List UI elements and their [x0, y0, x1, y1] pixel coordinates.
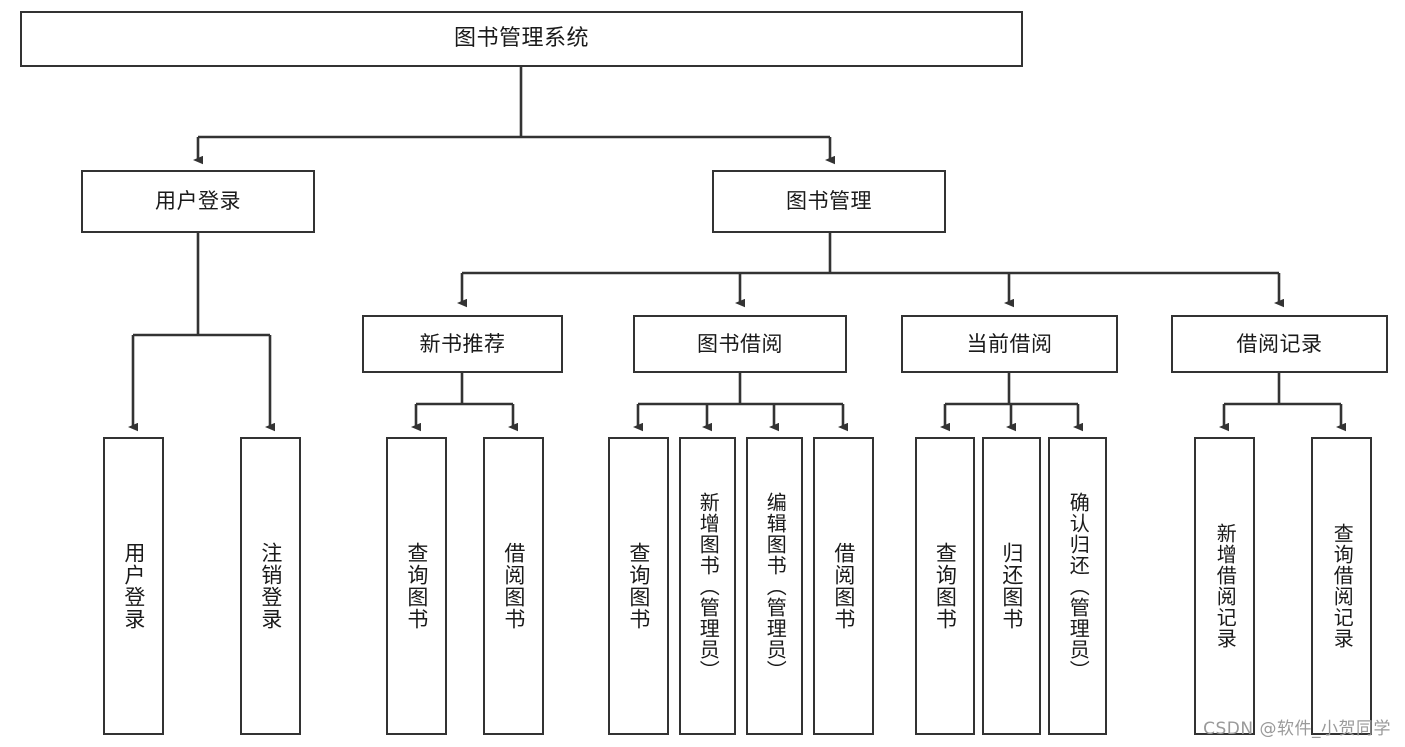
node-user-login[interactable]: 用户登录	[81, 170, 315, 233]
node-label: 确认归还（管理员）	[1066, 491, 1091, 681]
node-label: 当前借阅	[966, 331, 1053, 356]
leaf-add-book-admin[interactable]: 新增图书（管理员）	[679, 437, 736, 735]
node-label: 新书推荐	[419, 331, 506, 356]
leaf-query-book-new-recommendation[interactable]: 查询图书	[386, 437, 447, 735]
leaf-return-book[interactable]: 归还图书	[982, 437, 1041, 735]
leaf-query-borrow-record[interactable]: 查询借阅记录	[1311, 437, 1372, 735]
node-label: 归还图书	[999, 542, 1024, 630]
node-root-book-management-system[interactable]: 图书管理系统	[20, 11, 1023, 67]
node-label: 图书管理	[786, 189, 872, 214]
node-label: 查询图书	[404, 542, 429, 630]
leaf-confirm-return-admin[interactable]: 确认归还（管理员）	[1048, 437, 1107, 735]
node-label: 查询借阅记录	[1330, 523, 1355, 649]
node-borrow-record[interactable]: 借阅记录	[1171, 315, 1388, 373]
node-label: 借阅图书	[501, 542, 526, 630]
node-label: 注销登录	[258, 542, 283, 630]
leaf-edit-book-admin[interactable]: 编辑图书（管理员）	[746, 437, 803, 735]
leaf-borrow-book-new-recommendation[interactable]: 借阅图书	[483, 437, 544, 735]
csdn-watermark: CSDN @软件_小贺同学	[1203, 719, 1391, 739]
leaf-query-book-current[interactable]: 查询图书	[915, 437, 975, 735]
node-label: 新增借阅记录	[1213, 523, 1238, 649]
node-label: 图书管理系统	[453, 26, 589, 52]
node-label: 新增图书（管理员）	[696, 491, 721, 681]
node-book-management[interactable]: 图书管理	[712, 170, 946, 233]
leaf-borrow-book-borrow[interactable]: 借阅图书	[813, 437, 874, 735]
node-label: 用户登录	[155, 189, 241, 214]
node-label: 借阅记录	[1236, 331, 1323, 356]
node-current-borrow[interactable]: 当前借阅	[901, 315, 1118, 373]
leaf-query-book-borrow[interactable]: 查询图书	[608, 437, 669, 735]
node-label: 编辑图书（管理员）	[763, 491, 788, 681]
node-label: 查询图书	[626, 542, 651, 630]
node-book-borrow[interactable]: 图书借阅	[633, 315, 847, 373]
node-new-book-recommendation[interactable]: 新书推荐	[362, 315, 563, 373]
node-label: 图书借阅	[697, 331, 783, 356]
leaf-logout[interactable]: 注销登录	[240, 437, 301, 735]
node-label: 查询图书	[933, 542, 958, 630]
node-label: 用户登录	[121, 542, 146, 630]
node-label: 借阅图书	[831, 542, 856, 630]
leaf-add-borrow-record[interactable]: 新增借阅记录	[1194, 437, 1255, 735]
leaf-user-login[interactable]: 用户登录	[103, 437, 164, 735]
